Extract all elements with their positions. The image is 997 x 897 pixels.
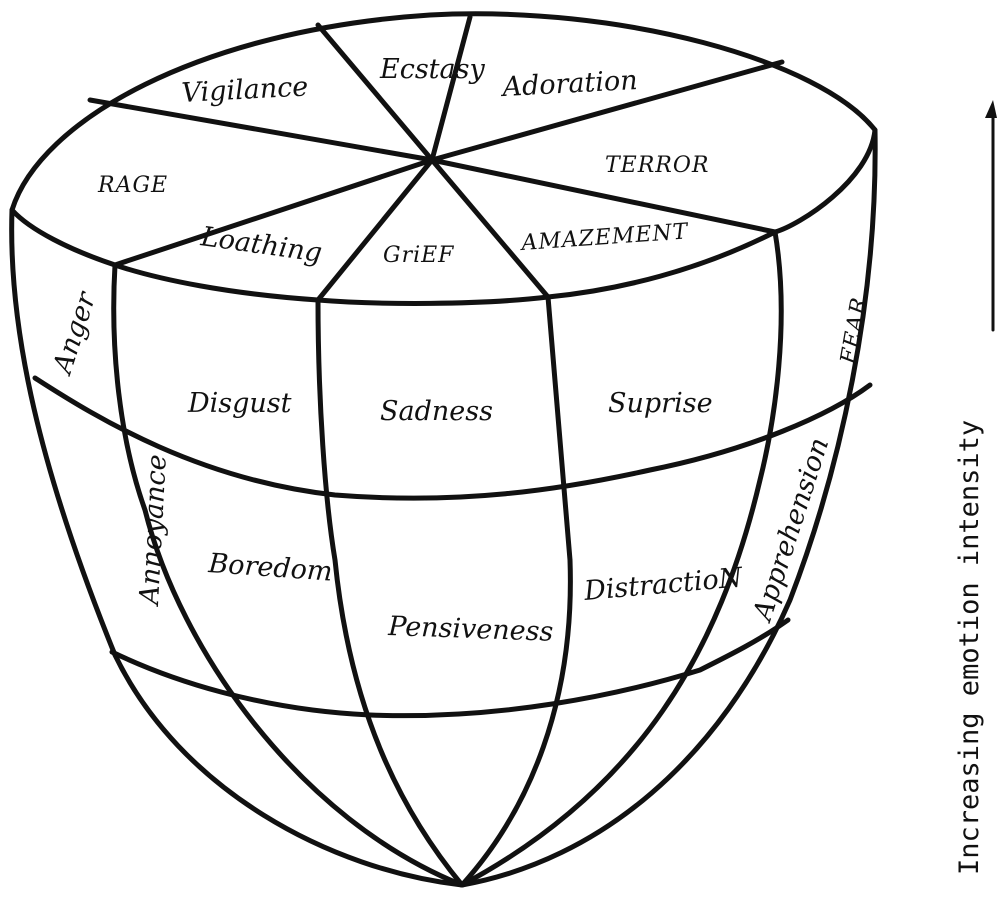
label-fear: FEAR — [836, 295, 873, 367]
intensity-arrowhead-icon — [985, 100, 997, 118]
label-annoyance: Annoyance — [134, 454, 173, 609]
meridian-4 — [462, 232, 781, 885]
label-rage: RAGE — [97, 173, 168, 198]
label-boredom: Boredom — [207, 548, 334, 588]
label-anger: Anger — [46, 287, 103, 380]
label-sadness: Sadness — [380, 396, 493, 427]
meridian-2 — [318, 300, 462, 885]
intensity-axis-label: Increasing emotion intensity — [954, 420, 985, 875]
label-surprise: Suprise — [608, 388, 713, 419]
spoke-ecstasy-left — [318, 25, 432, 160]
label-ecstasy: Ecstasy — [379, 54, 485, 85]
spoke-ecstasy-right — [432, 17, 470, 160]
label-grief: GriEF — [383, 243, 454, 268]
label-vigilance: Vigilance — [181, 71, 309, 109]
label-terror: TERROR — [605, 153, 709, 178]
spoke-vigilance-rage — [90, 100, 432, 160]
label-loathing: Loathing — [198, 221, 324, 269]
label-adoration: Adoration — [499, 65, 639, 103]
label-amazement: AMAZEMENT — [519, 219, 691, 256]
label-disgust: Disgust — [187, 388, 292, 419]
label-pensiveness: Pensiveness — [387, 611, 554, 648]
meridian-3 — [462, 297, 570, 885]
